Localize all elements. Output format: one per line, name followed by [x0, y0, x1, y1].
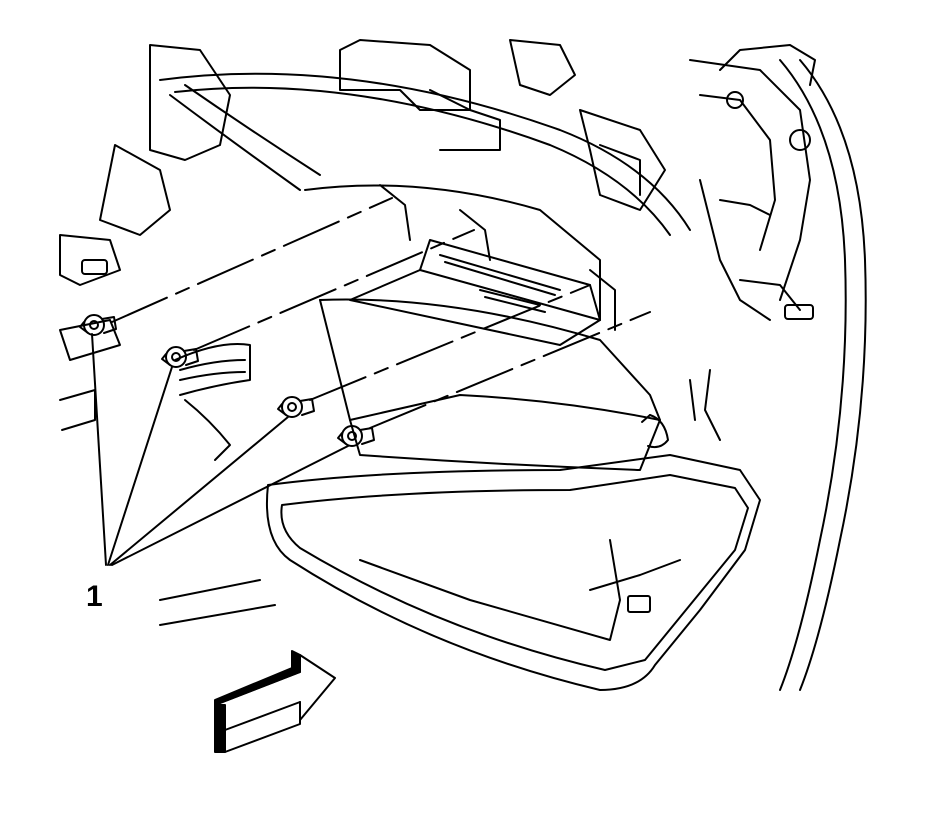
- fastener-bolt-4: [337, 425, 375, 447]
- fastener-bolt-2: [161, 346, 199, 368]
- explode-lines: [111, 197, 651, 429]
- instrument-panel-structure: [59, 39, 867, 691]
- instrument-panel-compartment: [265, 298, 761, 691]
- view-direction-arrow-icon: [214, 650, 336, 753]
- callout-label-1: 1: [86, 580, 103, 613]
- callout-leader-lines: [91, 333, 349, 566]
- fastener-bolt-1: [79, 314, 117, 336]
- fastener-bolt-3: [277, 396, 315, 418]
